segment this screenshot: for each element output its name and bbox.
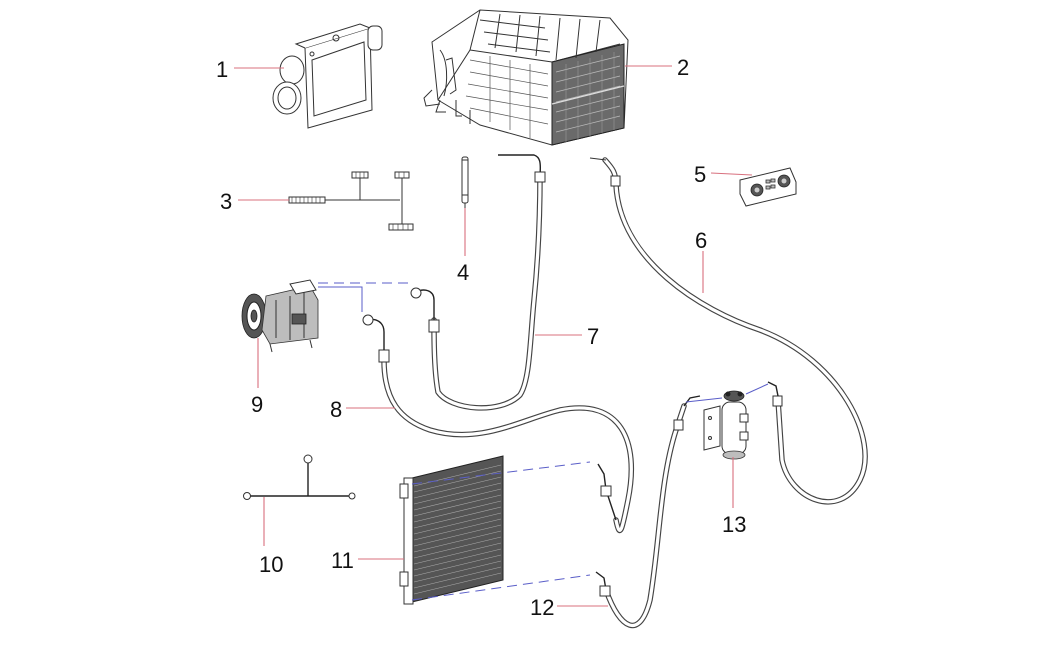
part-1-air-duct xyxy=(272,23,383,129)
leader-5 xyxy=(710,172,753,176)
hose-6-liquid-line xyxy=(589,157,868,505)
part-3-wiring-harness xyxy=(288,171,414,231)
callout-2: 2 xyxy=(677,55,689,80)
callout-12: 12 xyxy=(530,595,554,620)
leader-lines xyxy=(234,65,753,607)
callout-11: 11 xyxy=(331,548,354,573)
callout-10: 10 xyxy=(259,552,283,577)
hose-7-suction xyxy=(410,154,546,411)
callout-numbers: 1 2 3 4 5 6 7 8 9 10 11 12 13 xyxy=(216,55,746,620)
condenser-fins xyxy=(413,464,502,595)
callout-4: 4 xyxy=(457,260,469,285)
callout-5: 5 xyxy=(694,162,706,187)
part-9-compressor xyxy=(241,279,319,353)
callout-9: 9 xyxy=(251,392,263,417)
connection-guides xyxy=(318,282,769,601)
callout-7: 7 xyxy=(587,324,599,349)
callout-8: 8 xyxy=(330,397,342,422)
callout-6: 6 xyxy=(695,228,707,253)
part-13-receiver-drier xyxy=(703,390,749,460)
callout-3: 3 xyxy=(220,189,232,214)
hose-8-discharge xyxy=(362,314,634,534)
callout-13: 13 xyxy=(722,512,746,537)
part-4-sensor-pin xyxy=(461,156,469,208)
part-2-hvac-unit xyxy=(423,9,629,146)
hose-12-condenser-outlet xyxy=(595,395,701,629)
part-10-wiring-bracket xyxy=(243,454,356,500)
part-5-control-panel xyxy=(739,167,797,207)
part-11-condenser xyxy=(399,455,504,605)
callout-1: 1 xyxy=(216,57,228,82)
hvac-filter-face xyxy=(551,43,625,146)
